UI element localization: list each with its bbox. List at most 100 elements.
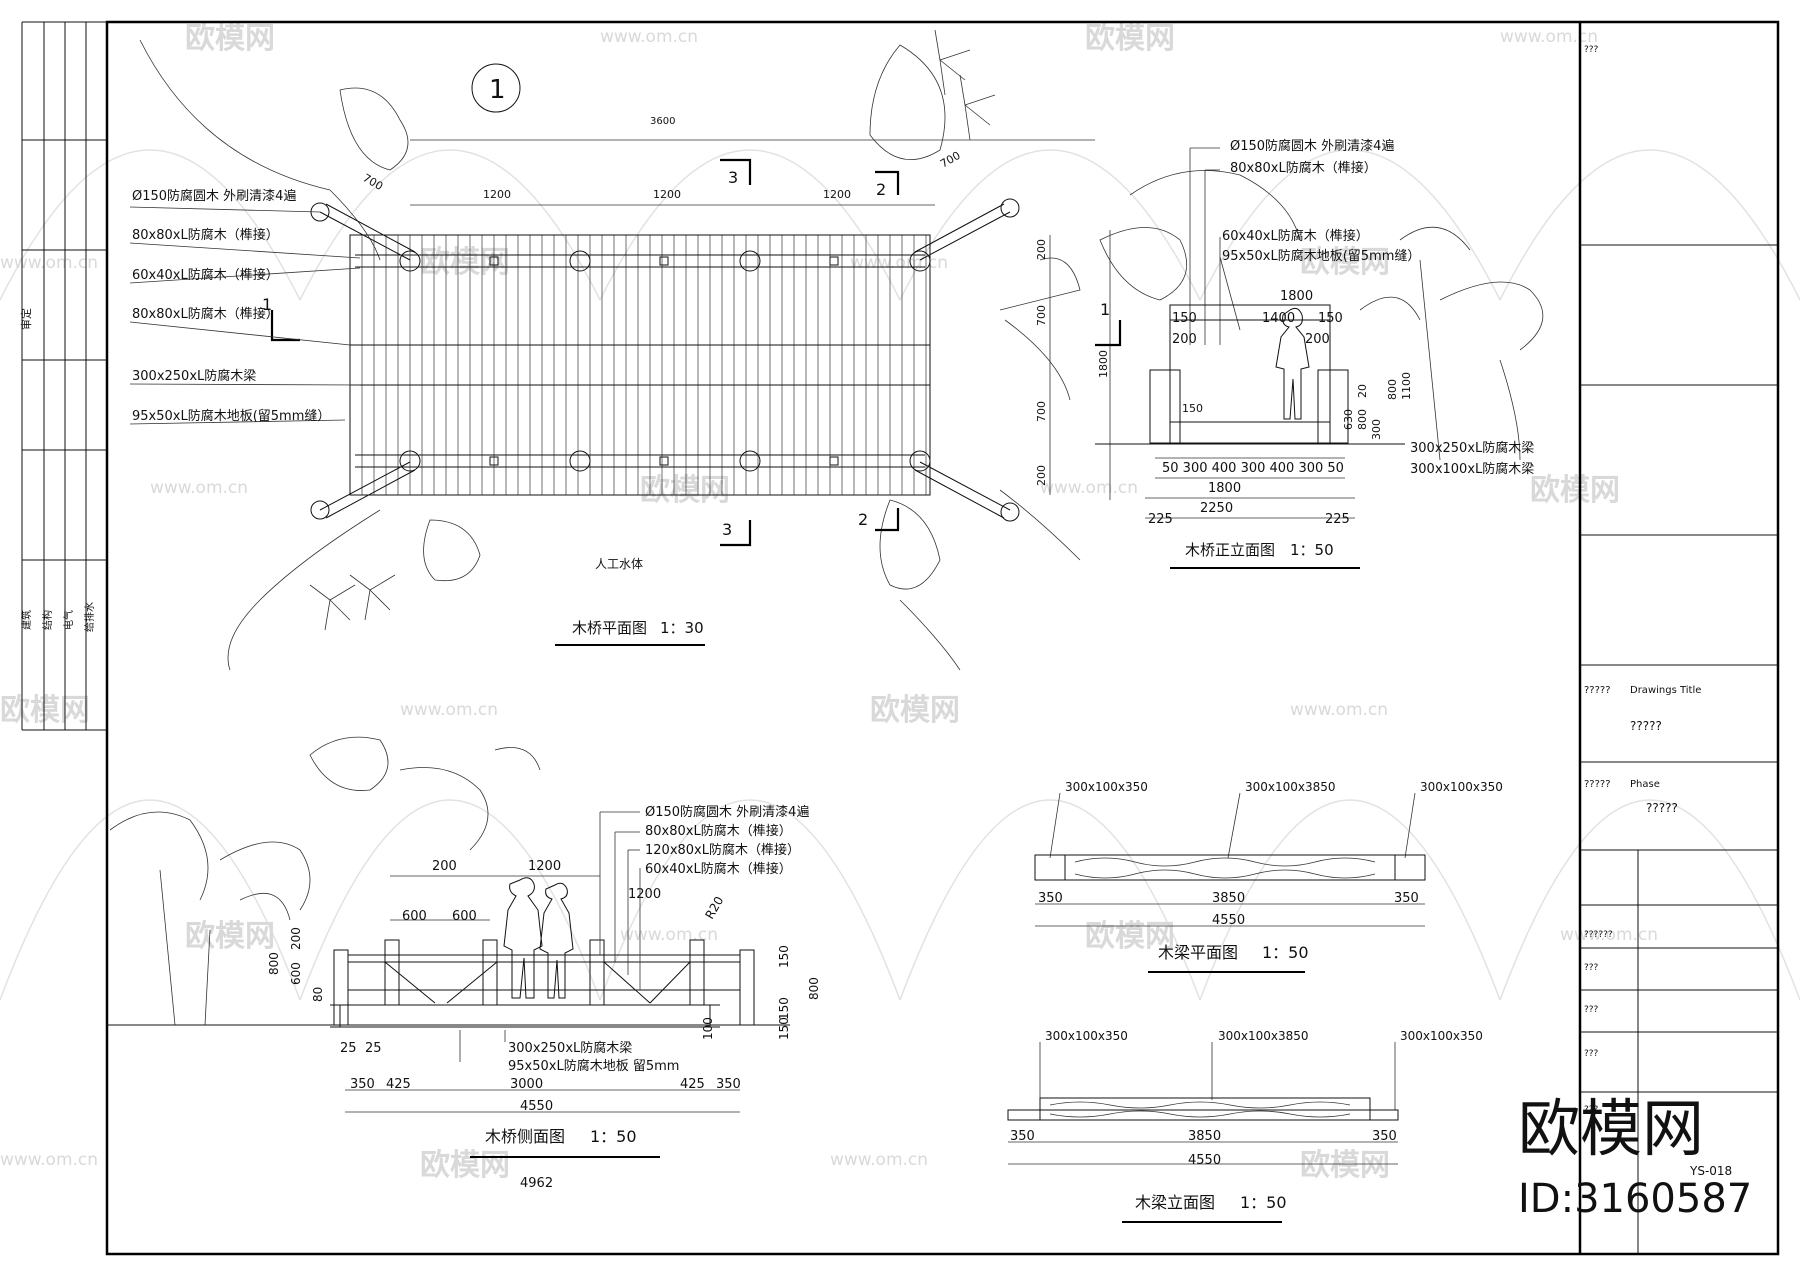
strip-label: 结构	[41, 610, 54, 630]
front-dim: 1400	[1262, 311, 1295, 326]
tb-drawing-title-value: ?????	[1630, 719, 1662, 733]
front-post-left	[1149, 369, 1181, 444]
side-dim: 350	[716, 1077, 741, 1092]
strip-label-upper: 审定	[19, 308, 33, 330]
watermark-brand: 欧模网	[1085, 919, 1175, 954]
dim-side-top: 200	[1035, 239, 1048, 260]
plan-callout: 300x250xL防腐木梁	[132, 368, 256, 384]
front-beam	[1169, 421, 1331, 445]
front-dim: 2250	[1200, 501, 1233, 516]
plan-callout: 80x80xL防腐木（榫接）	[132, 227, 279, 243]
side-dim: 800	[807, 977, 821, 1000]
baluster	[829, 456, 839, 466]
side-callout: 120x80xL防腐木（榫接）	[645, 842, 800, 858]
front-dim: 20	[1356, 384, 1369, 398]
watermark-url: www.om.cn	[830, 1150, 928, 1170]
watermark-arcs	[0, 149, 1800, 1001]
beam-plan-dim: 350	[1394, 891, 1419, 906]
side-callout: 80x80xL防腐木（榫接）	[645, 823, 792, 839]
side-dim: 4962	[520, 1176, 553, 1191]
side-dim: 800	[267, 952, 281, 975]
baluster	[659, 256, 669, 266]
side-dim: 200	[289, 927, 303, 950]
section-mark: 3	[722, 520, 732, 539]
side-callout-bottom: 95x50xL防腐木地板 留5mm	[508, 1058, 679, 1074]
tb-field: ???	[1584, 1005, 1599, 1015]
beam-plan-dim: 4550	[1212, 913, 1245, 928]
front-dim: 1100	[1400, 372, 1413, 400]
tb-field: ??????	[1584, 930, 1613, 940]
beam-plan: 300x100x350 300x100x3850 300x100x350 350…	[1034, 780, 1503, 973]
beam-plan-label: 300x100x3850	[1245, 780, 1336, 794]
watermark-logo: 欧模网 ID:3160587	[1518, 1092, 1752, 1222]
watermark-url: www.om.cn	[0, 1150, 98, 1170]
water-label: 人工水体	[595, 557, 643, 571]
side-post	[384, 939, 400, 1006]
watermark-brand: 欧模网	[1085, 21, 1175, 56]
beam-elev-label: 300x100x350	[1045, 1029, 1128, 1043]
beam-elev-dim: 350	[1010, 1129, 1035, 1144]
beam-elev-dim: 350	[1372, 1129, 1397, 1144]
front-dim: 1800	[1280, 289, 1313, 304]
front-callout-bottom: 300x100xL防腐木梁	[1410, 461, 1534, 477]
side-dim: 80	[311, 987, 325, 1002]
front-title: 木桥正立面图	[1185, 541, 1275, 559]
tb-phase-label: ?????	[1584, 779, 1611, 790]
front-vegetation	[1099, 170, 1544, 461]
section-mark: 1	[1100, 300, 1110, 319]
post	[1000, 198, 1020, 218]
side-callout: 60x40xL防腐木（榫接）	[645, 861, 792, 877]
plan-callout: 95x50xL防腐木地板(留5mm缝）	[132, 408, 330, 424]
beam-elev-label: 300x100x350	[1400, 1029, 1483, 1043]
post	[399, 450, 421, 472]
watermark-url: www.om.cn	[850, 253, 948, 273]
front-dim: 200	[1172, 332, 1197, 347]
side-callout-bottom: 300x250xL防腐木梁	[508, 1040, 632, 1056]
side-post	[689, 939, 705, 1006]
post	[909, 450, 931, 472]
front-dim: 225	[1325, 512, 1350, 527]
beam-plan-label: 300x100x350	[1065, 780, 1148, 794]
beam-plan-body	[1034, 854, 1426, 881]
front-dim: 225	[1148, 512, 1173, 527]
watermark-brand: 欧模网	[1300, 1148, 1390, 1183]
watermark-id: ID:3160587	[1518, 1176, 1752, 1222]
post	[569, 450, 591, 472]
baluster	[659, 456, 669, 466]
front-dim: 1800	[1208, 481, 1241, 496]
beam-elev-dim: 4550	[1188, 1153, 1221, 1168]
front-dim: 300	[1370, 419, 1383, 440]
side-dim: 1200	[528, 859, 561, 874]
tb-code: YS-018	[1689, 1164, 1732, 1178]
watermark-brand: 欧模网	[420, 245, 510, 280]
watermark-url: www.om.cn	[600, 27, 698, 47]
dim-diag-right: 700	[938, 149, 963, 171]
tb-field: ???	[1584, 1049, 1599, 1059]
front-dim: 150	[1182, 402, 1203, 415]
section-mark: 2	[876, 180, 886, 199]
plan-scale: 1：30	[660, 619, 704, 637]
post	[739, 250, 761, 272]
dim-bay1: 1200	[483, 188, 511, 201]
watermark-url: www.om.cn	[1040, 478, 1138, 498]
side-view: 200 1200 600 600 1200 R20 800 600 200 80…	[107, 736, 821, 1191]
tb-drawing-title-en: Drawings Title	[1630, 685, 1701, 696]
front-view: Ø150防腐圆木 外刷清漆4遍 80x80xL防腐木（榫接） 60x40xL防腐…	[1095, 138, 1544, 569]
front-dim: 800	[1386, 379, 1399, 400]
watermark-url: www.om.cn	[0, 253, 98, 273]
tb-drawing-title-label: ?????	[1584, 685, 1611, 696]
front-leaders	[1189, 147, 1241, 345]
watermark-logo-text: 欧模网	[1518, 1092, 1704, 1165]
beam-elev-title: 木梁立面图	[1135, 1193, 1215, 1212]
plan-title: 木桥平面图	[572, 619, 647, 637]
front-callout-bottom: 300x250xL防腐木梁	[1410, 440, 1534, 456]
dim-side-mid1: 700	[1035, 305, 1048, 326]
side-dim: 600	[452, 909, 477, 924]
title-block: ??? ????? Drawings Title ????? ????? Pha…	[1578, 22, 1778, 1254]
watermark-brand: 欧模网	[420, 1148, 510, 1183]
dim-side-bottom: 200	[1035, 465, 1048, 486]
wood-grain	[1074, 857, 1376, 879]
post	[399, 250, 421, 272]
plan-callout: Ø150防腐圆木 外刷清漆4遍	[132, 188, 296, 204]
strip-label: 电气	[62, 610, 75, 630]
